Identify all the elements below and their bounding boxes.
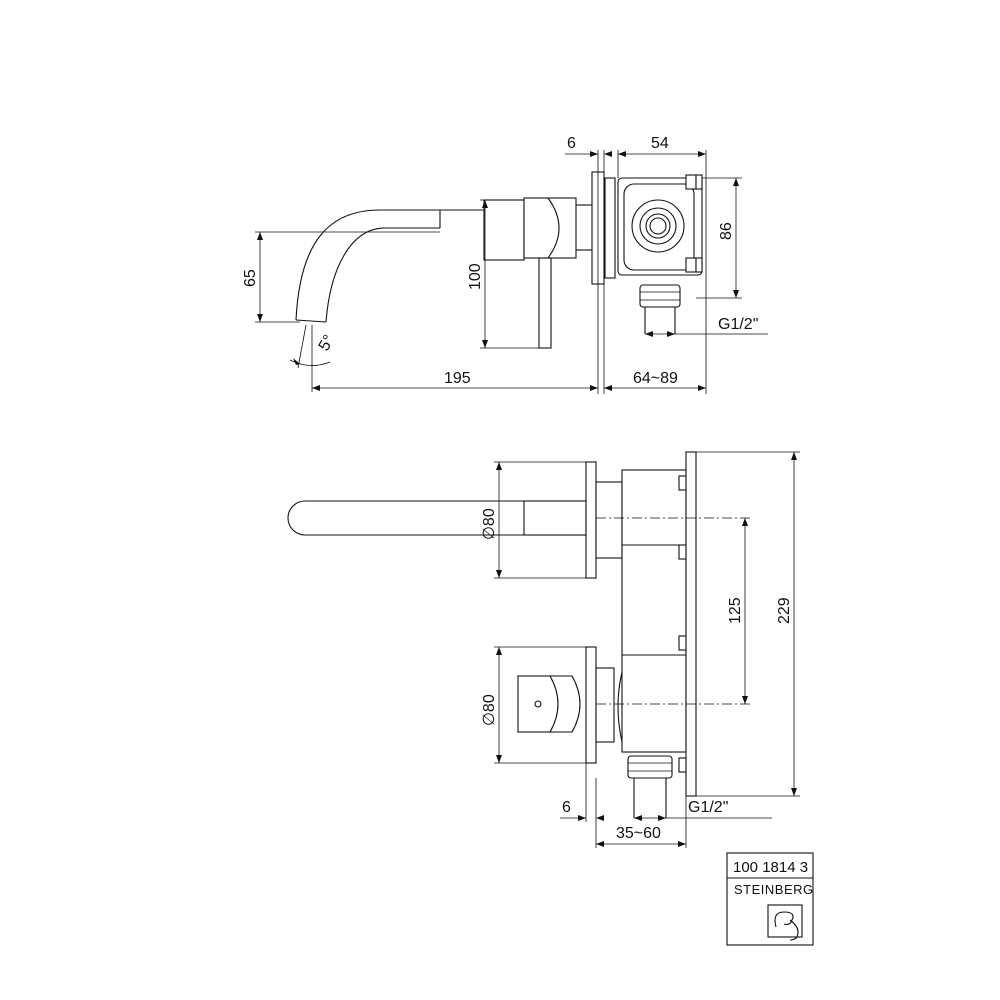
side-dim-angle: 5° xyxy=(316,332,338,354)
front-dim-total-height: 229 xyxy=(776,597,793,624)
side-dim-thread: G1/2" xyxy=(718,316,758,333)
front-view: ∅80 ∅80 125 229 6 G1/2" 35~60 xyxy=(287,451,800,848)
concealed-body-front xyxy=(617,451,697,818)
title-block: 100 1814 3 STEINBERG xyxy=(726,852,814,946)
handle-front xyxy=(517,646,615,764)
side-dim-flange: 6 xyxy=(567,135,576,152)
front-dim-spout-plate-dia: ∅80 xyxy=(481,508,498,540)
side-dim-projection: 64~89 xyxy=(633,370,678,387)
side-dim-spout-length: 195 xyxy=(444,370,471,387)
handle-side xyxy=(523,171,605,349)
front-dim-thread: G1/2" xyxy=(688,799,728,816)
front-dim-flange: 6 xyxy=(562,799,571,816)
side-dim-spout-height: 65 xyxy=(242,269,259,287)
side-dim-body-width: 54 xyxy=(651,135,669,152)
article-number: 100 1814 3 xyxy=(733,859,808,876)
spout-side xyxy=(295,199,525,323)
spout-front xyxy=(287,461,623,579)
brand-name: STEINBERG xyxy=(734,882,814,897)
concealed-body-side xyxy=(604,174,703,334)
front-dim-depth-range: 35~60 xyxy=(616,825,661,842)
side-dim-handle-height: 100 xyxy=(467,263,484,290)
front-dim-center-distance: 125 xyxy=(727,597,744,624)
side-dim-body-height: 86 xyxy=(718,222,735,240)
side-view: 6 54 86 65 100 5° 195 64~89 G1/2" xyxy=(242,135,768,394)
steinberg-logo-icon xyxy=(767,904,803,941)
side-dimensions xyxy=(255,150,768,394)
front-dim-handle-plate-dia: ∅80 xyxy=(481,694,498,726)
front-dimensions xyxy=(494,451,800,848)
